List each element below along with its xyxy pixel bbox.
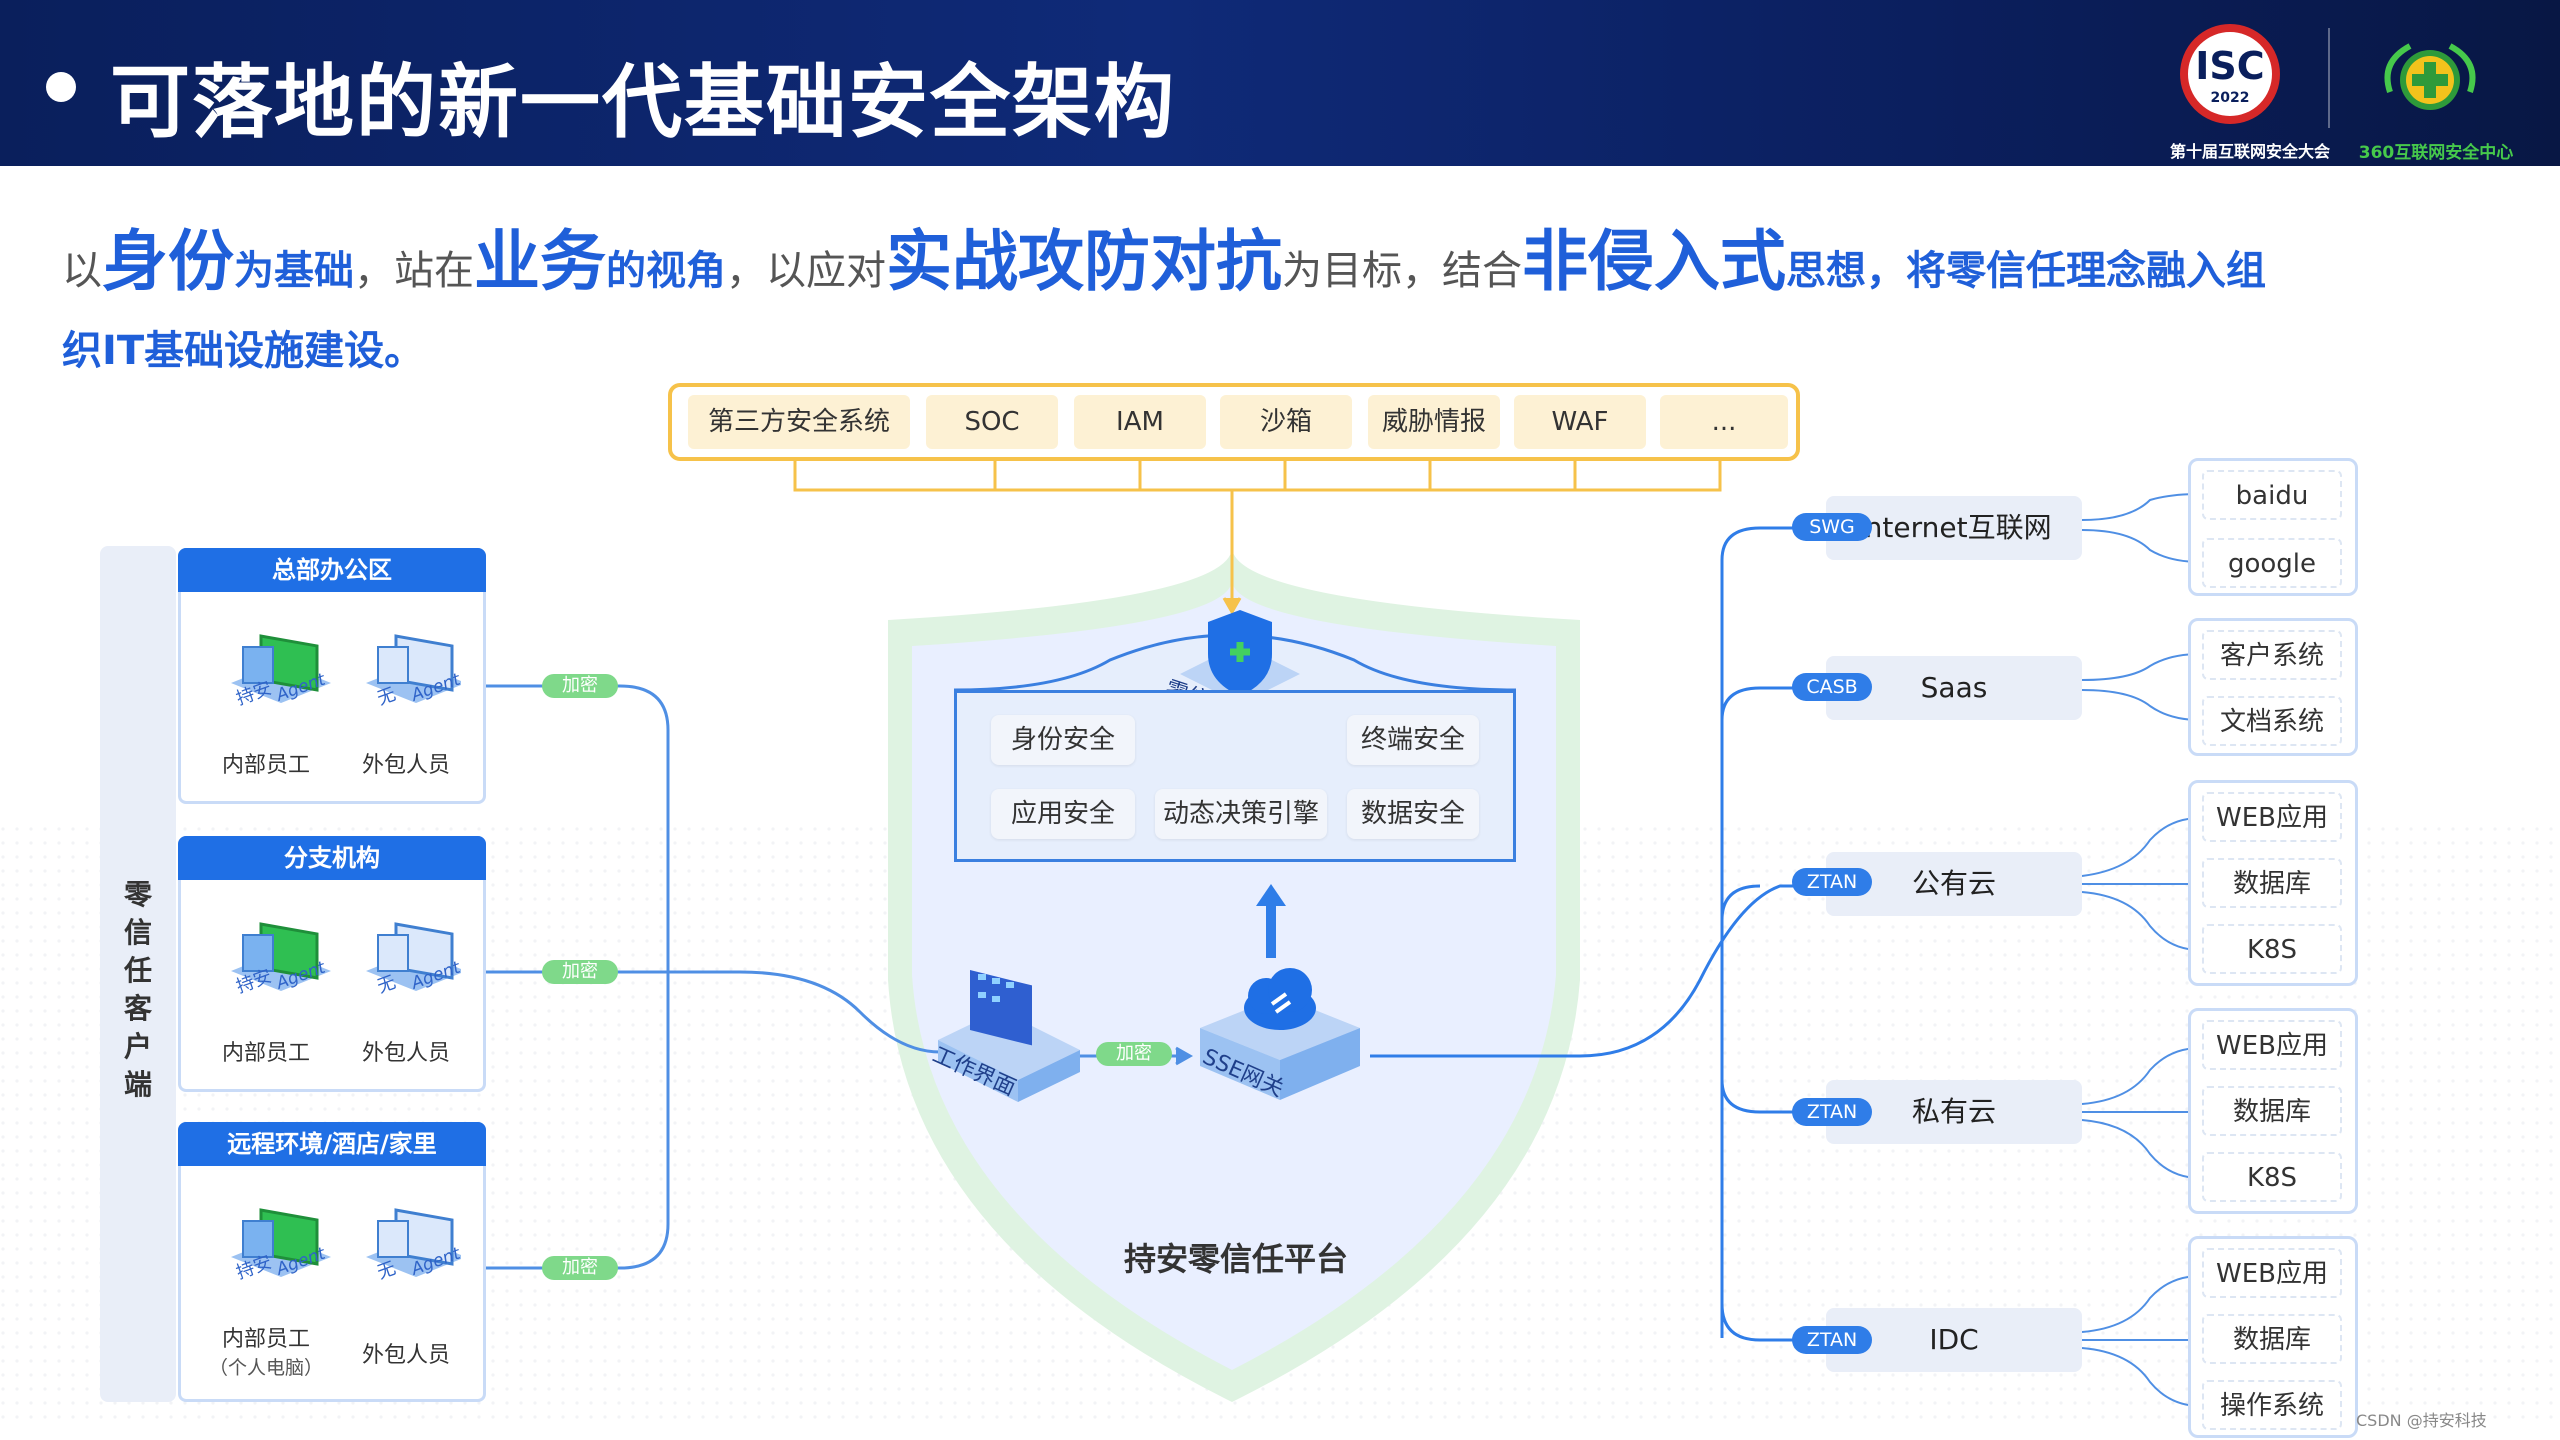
intro-text: 的视角 — [606, 248, 726, 294]
encrypt-badge: 加密 — [542, 1256, 618, 1280]
panel-hq: 总部办公区 持安 Agent 无 Agent 内部员工 外包人员 — [178, 548, 486, 804]
sidebar-label: 零信任客户端 — [100, 876, 176, 1104]
encrypt-badge: 加密 — [542, 674, 618, 698]
intro-keyword: 业务 — [474, 223, 606, 300]
item-baidu: baidu — [2202, 470, 2342, 520]
chip-soc: SOC — [926, 395, 1058, 449]
item-google: google — [2202, 538, 2342, 588]
label-contractors: 外包人员 — [361, 1041, 450, 1066]
item-k8s: K8S — [2202, 1152, 2342, 1202]
control-zone: 身份安全 终端安全 应用安全 动态决策引擎 数据安全 — [954, 690, 1516, 862]
sse-gateway-icon — [1200, 968, 1360, 1100]
module-identity: 身份安全 — [991, 715, 1135, 765]
panel-remote: 远程环境/酒店/家里 持安 Agent 无 Agent 内部员工 （个人电脑） … — [178, 1122, 486, 1402]
chip-sandbox: 沙箱 — [1220, 395, 1352, 449]
panel-title: 总部办公区 — [178, 548, 486, 592]
chip-more: ... — [1660, 395, 1788, 449]
sidebar-label-char: 零 — [123, 878, 152, 911]
sidebar-label-char: 户 — [123, 1030, 152, 1063]
label-internal-staff: 内部员工 — [221, 753, 310, 778]
chip-third-party: 第三方安全系统 — [688, 395, 910, 449]
control-center-shield-icon — [1180, 610, 1300, 704]
page-title: 可落地的新一代基础安全架构 — [110, 56, 1176, 149]
panel-title: 远程环境/酒店/家里 — [178, 1122, 486, 1166]
sidebar-label-char: 端 — [123, 1068, 152, 1101]
module-decision-engine: 动态决策引擎 — [1155, 789, 1327, 839]
label-internal-staff: 内部员工 — [221, 1041, 310, 1066]
intro-keyword: 非侵入式 — [1522, 223, 1786, 300]
sidebar-label-char: 任 — [123, 954, 152, 987]
device-group-icon: 持安 Agent 无 Agent — [231, 634, 461, 710]
watermark: CSDN @持安科技 — [2356, 1411, 2487, 1430]
item-web-app: WEB应用 — [2202, 1248, 2342, 1298]
item-os: 操作系统 — [2202, 1380, 2342, 1430]
workspace-icon — [938, 969, 1080, 1102]
intro-text: 以 — [62, 248, 102, 294]
item-database: 数据库 — [2202, 858, 2342, 908]
module-application: 应用安全 — [991, 789, 1135, 839]
intro-text: 为目标，结合 — [1282, 248, 1522, 294]
sidebar-label-char: 客 — [123, 992, 152, 1025]
item-k8s: K8S — [2202, 924, 2342, 974]
intro-text: ，站在 — [354, 248, 474, 294]
encrypt-badge: 加密 — [542, 960, 618, 984]
title-bullet — [46, 72, 76, 102]
intro-text: 思想，将零信任理念融入组 — [1786, 248, 2266, 294]
panel-branch: 分支机构 持安 Agent 无 Agent 内部员工 外包人员 — [178, 836, 486, 1092]
intro-paragraph: 以身份为基础，站在业务的视角，以应对实战攻防对抗为目标，结合非侵入式思想，将零信… — [62, 212, 2502, 321]
device-group-icon: 持安 Agent 无 Agent — [231, 922, 461, 998]
platform-title: 持安零信任平台 — [1123, 1240, 1348, 1278]
isc-logo-icon: ISC 2022 — [2180, 24, 2280, 124]
intro-text: 为基础 — [234, 248, 354, 294]
encrypt-badge: 加密 — [1096, 1042, 1172, 1066]
client-sidebar: 零信任客户端 — [100, 546, 176, 1402]
item-web-app: WEB应用 — [2202, 1020, 2342, 1070]
item-doc-system: 文档系统 — [2202, 696, 2342, 746]
header-banner: 可落地的新一代基础安全架构 ISC 2022 第十届互联网安全大会 360互联网… — [0, 0, 2560, 166]
isc-caption: 第十届互联网安全大会 — [2169, 142, 2330, 161]
dest-public-cloud: 公有云 — [1826, 852, 2082, 916]
intro-text: ，以应对 — [726, 248, 886, 294]
tag-ztan: ZTAN — [1792, 1098, 1872, 1126]
module-data: 数据安全 — [1347, 789, 1479, 839]
module-endpoint: 终端安全 — [1347, 715, 1479, 765]
chip-threat-intel: 威胁情报 — [1368, 395, 1500, 449]
intro-keyword: 实战攻防对抗 — [886, 223, 1282, 300]
item-database: 数据库 — [2202, 1086, 2342, 1136]
label-contractors: 外包人员 — [361, 1343, 450, 1368]
tag-casb: CASB — [1792, 673, 1872, 701]
intro-keyword: 身份 — [102, 223, 234, 300]
tag-swg: SWG — [1792, 513, 1872, 541]
label-internal-staff: 内部员工 — [221, 1327, 310, 1352]
chip-waf: WAF — [1514, 395, 1646, 449]
label-contractors: 外包人员 — [361, 753, 450, 778]
item-customer-system: 客户系统 — [2202, 630, 2342, 680]
item-database: 数据库 — [2202, 1314, 2342, 1364]
360-caption: 360互联网安全中心 — [2358, 143, 2514, 163]
panel-title: 分支机构 — [178, 836, 486, 880]
header-divider — [2328, 28, 2330, 128]
item-web-app: WEB应用 — [2202, 792, 2342, 842]
third-party-bar: 第三方安全系统 SOC IAM 沙箱 威胁情报 WAF ... — [668, 383, 1800, 461]
intro-line-2: 织IT基础设施建设。 — [62, 328, 425, 374]
device-group-icon: 持安 Agent 无 Agent — [231, 1208, 461, 1284]
360-emblem-icon — [2384, 43, 2476, 110]
tag-ztan: ZTAN — [1792, 868, 1872, 896]
label-personal-pc: （个人电脑） — [208, 1357, 323, 1379]
tag-ztan: ZTAN — [1792, 1326, 1872, 1354]
sidebar-label-char: 信 — [123, 916, 152, 949]
chip-iam: IAM — [1074, 395, 1206, 449]
